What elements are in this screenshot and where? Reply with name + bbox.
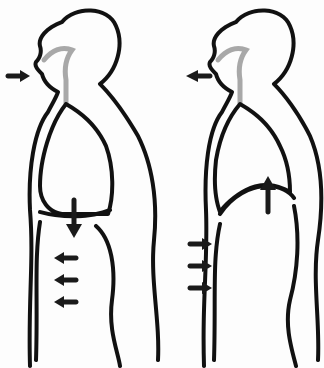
arrow-right-icon bbox=[186, 70, 210, 82]
abdomen-line-left bbox=[36, 222, 40, 360]
figure-exhalation bbox=[186, 10, 321, 366]
belly-line-left bbox=[96, 226, 120, 366]
lung-cavity-left bbox=[40, 104, 112, 214]
abdomen-line-right bbox=[214, 224, 220, 360]
arrow-horizontal-icon bbox=[54, 296, 76, 308]
figure-inhalation bbox=[8, 10, 158, 366]
arrow-horizontal-icon bbox=[54, 274, 76, 286]
arrow-horizontal-icon bbox=[190, 260, 212, 272]
arrow-horizontal-icon bbox=[190, 238, 212, 250]
arrow-horizontal-icon bbox=[54, 252, 76, 264]
lung-cavity-right bbox=[215, 104, 290, 212]
belly-line-right bbox=[288, 206, 298, 366]
arrow-right-icon bbox=[8, 70, 30, 82]
arrow-horizontal-icon bbox=[190, 282, 212, 294]
